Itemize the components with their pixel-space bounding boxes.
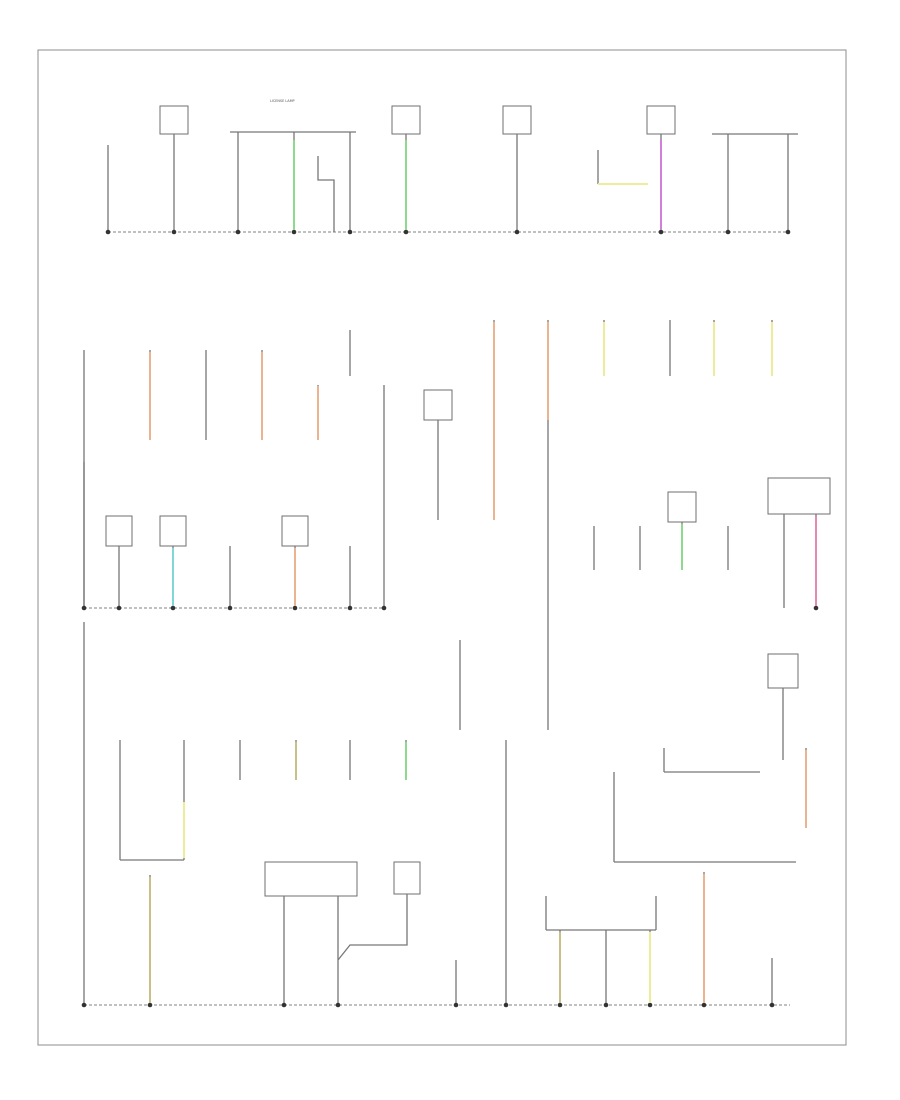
component-box	[646, 105, 676, 135]
license-lamp-label: LICENSE LAMP	[270, 99, 295, 103]
middle-left-section	[81, 330, 387, 611]
diagram-frame	[37, 49, 847, 1046]
lower-left-section	[83, 622, 421, 1005]
colored-wires	[149, 140, 817, 1003]
component-box	[393, 861, 421, 895]
top-row: LICENSE LAMP	[105, 99, 798, 235]
component-box	[667, 491, 697, 523]
component-box	[105, 515, 133, 547]
component-box	[423, 389, 453, 421]
lower-right-section	[455, 653, 807, 1005]
component-box	[281, 515, 309, 547]
component-box	[159, 105, 189, 135]
component-box	[391, 105, 421, 135]
component-box	[159, 515, 187, 547]
middle-center-section	[423, 320, 549, 730]
component-box	[264, 861, 358, 897]
middle-right-section	[593, 320, 831, 611]
component-box	[767, 653, 799, 689]
component-box	[767, 477, 831, 515]
bottom-ground-bus-group	[81, 1002, 790, 1008]
component-box	[502, 105, 532, 135]
